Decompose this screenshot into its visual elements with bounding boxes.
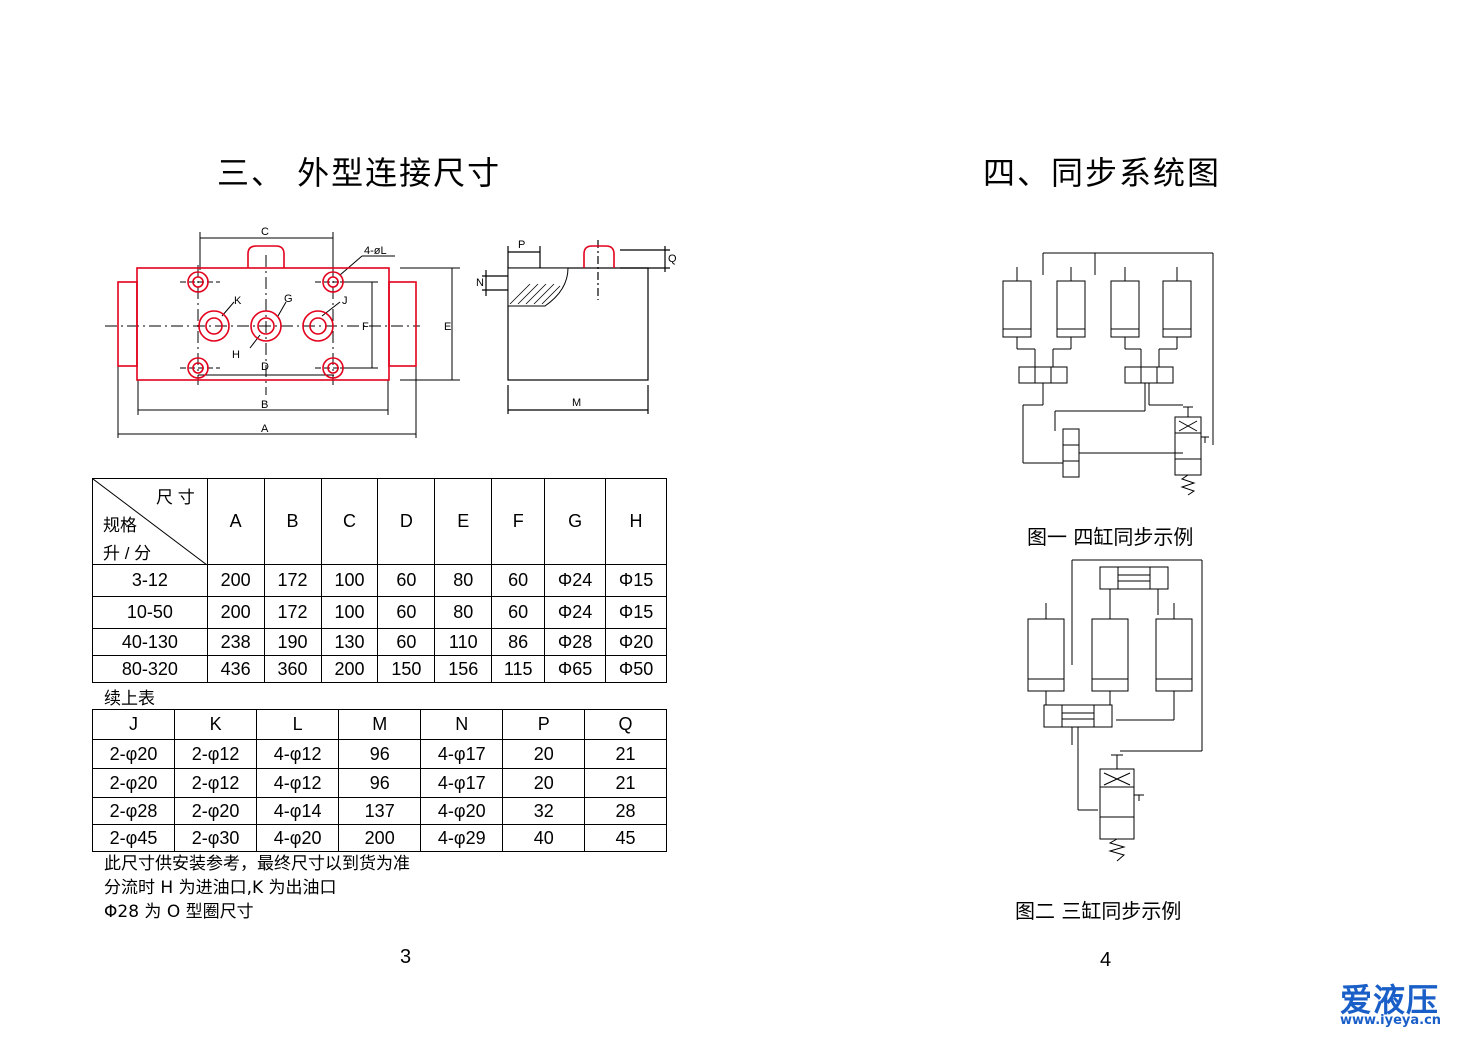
label-p: P (518, 239, 525, 251)
col-header: K (174, 709, 258, 740)
col-header: L (256, 709, 340, 740)
label-h: H (232, 349, 240, 361)
label-j: J (342, 295, 348, 307)
col-header: Q (584, 709, 667, 740)
section-title-sync-system: 四、同步系统图 (983, 154, 1222, 192)
col-header: B (263, 478, 322, 565)
dimension-drawing: C B A D E F G H J K 4-øL P Q N M (105, 226, 677, 438)
col-header: F (491, 478, 546, 565)
label-l: 4-øL (364, 245, 387, 257)
label-e: E (444, 321, 451, 333)
label-a: A (261, 423, 269, 435)
col-header: E (434, 478, 493, 565)
section-title-dimensions: 三、 外型连接尺寸 (217, 154, 502, 192)
note-line: 分流时 H 为进油口,K 为出油口 (104, 878, 337, 898)
label-b: B (261, 399, 268, 411)
figure1-schematic (1002, 252, 1214, 496)
label-m: M (572, 397, 581, 409)
col-header: G (544, 478, 607, 565)
note-line: Φ28 为 O 型圈尺寸 (104, 902, 254, 922)
continued-label: 续上表 (104, 689, 155, 709)
col-header: N (420, 709, 504, 740)
note-line: 此尺寸供安装参考，最终尺寸以到货为准 (104, 854, 410, 874)
diagonal-header-cell: 尺 寸 规格 升 / 分 (92, 478, 208, 565)
col-header: M (338, 709, 422, 740)
figure2-schematic (1027, 559, 1203, 862)
label-q: Q (668, 253, 677, 265)
col-header: D (377, 478, 436, 565)
page-number-right: 4 (1100, 949, 1112, 971)
label-d: D (261, 361, 269, 373)
col-header: P (502, 709, 586, 740)
brand-url: www.iyeya.cn (1340, 1013, 1442, 1028)
figure2-caption: 图二 三缸同步示例 (1015, 899, 1182, 923)
label-n: N (476, 277, 484, 289)
notes: 此尺寸供安装参考，最终尺寸以到货为准 分流时 H 为进油口,K 为出油口 Φ28… (104, 852, 410, 924)
col-header: C (320, 478, 379, 565)
col-header: H (605, 478, 667, 565)
label-k: K (234, 295, 242, 307)
label-c: C (261, 226, 269, 238)
page-number-left: 3 (400, 946, 412, 968)
brand-logo: 爱液压 (1340, 981, 1440, 1019)
label-g: G (284, 293, 293, 305)
col-header: J (91, 709, 176, 740)
col-header: A (206, 478, 265, 565)
figure1-caption: 图一 四缸同步示例 (1027, 525, 1194, 549)
label-f: F (362, 321, 369, 333)
